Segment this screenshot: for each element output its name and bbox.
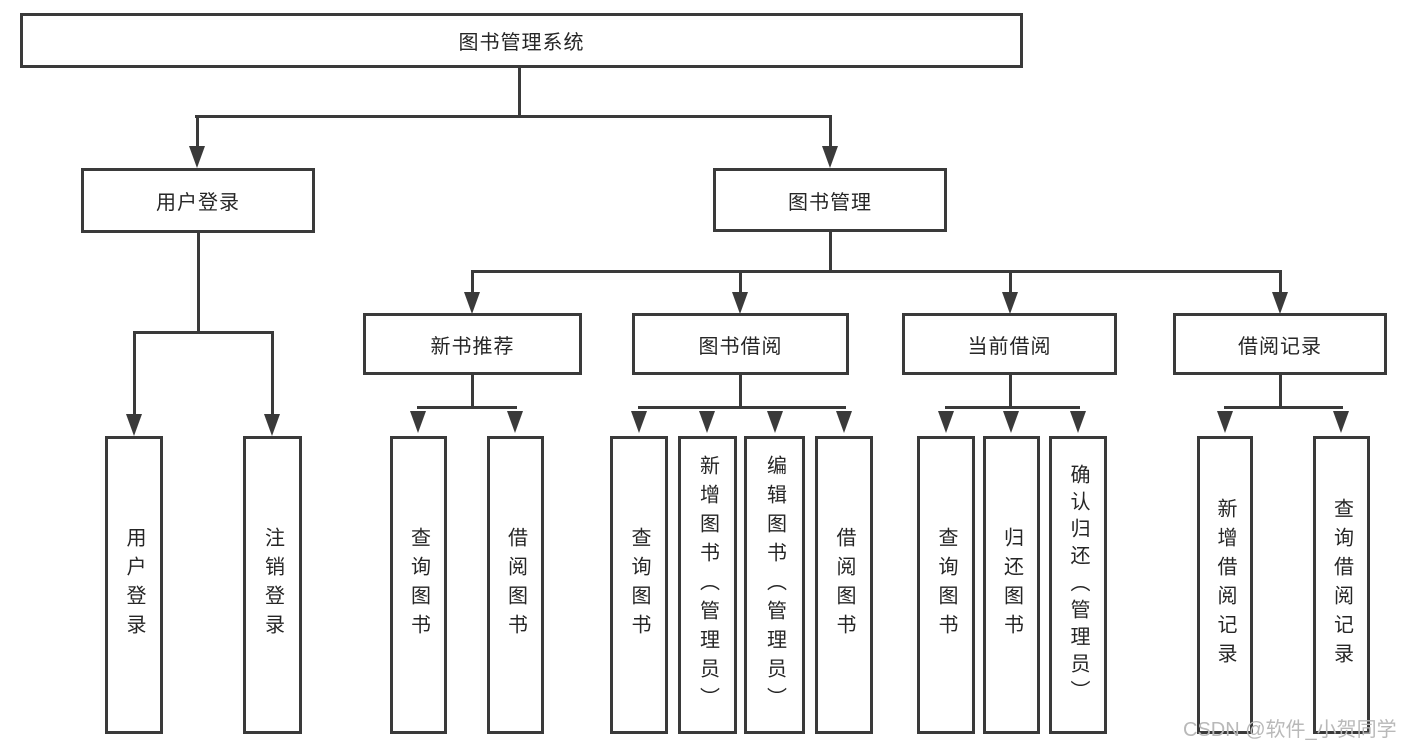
leaf-user-login-label: 用户登录 [123, 527, 145, 643]
leaf-record-add-record: 新增借阅记录 [1197, 436, 1253, 734]
leaf-logout-label: 注销登录 [261, 527, 284, 643]
connector-borrow-record-bar [1223, 406, 1343, 409]
node-new-book-rec-label: 新书推荐 [430, 335, 515, 358]
connector-borrow-record-stem [1278, 375, 1282, 409]
arrowhead-book-borrow-leaf1 [631, 411, 647, 433]
connector-book-borrow-drop [738, 270, 742, 293]
node-book-borrow-label: 图书借阅 [698, 335, 783, 358]
connector-root-bar [195, 115, 831, 118]
arrowhead-login-leaf1 [126, 414, 142, 436]
node-root-system: 图书管理系统 [20, 13, 1023, 68]
leaf-borrow-edit-books-admin-label: 编辑图书（管理员） [763, 454, 786, 716]
node-current-borrow-label: 当前借阅 [967, 335, 1052, 358]
arrowhead-book-borrow-leaf4 [836, 411, 852, 433]
node-new-book-rec: 新书推荐 [363, 313, 582, 375]
connector-root-stem [518, 68, 521, 117]
connector-book-mgmt-drop [828, 115, 832, 148]
leaf-logout: 注销登录 [243, 436, 302, 734]
arrowhead-new-book-leaf2 [507, 411, 523, 433]
arrowhead-book-borrow-leaf2 [699, 411, 715, 433]
node-borrow-record: 借阅记录 [1173, 313, 1387, 375]
leaf-current-confirm-return-admin: 确认归还（管理员） [1049, 436, 1107, 734]
connector-user-login-bar [132, 331, 274, 334]
leaf-newrec-borrow-books-label: 借阅图书 [504, 527, 527, 643]
node-root-label: 图书管理系统 [458, 32, 585, 54]
connector-new-book-bar [416, 406, 517, 409]
leaf-newrec-query-books-label: 查询图书 [407, 527, 430, 643]
arrowhead-login-leaf2 [264, 414, 280, 436]
leaf-record-query-record: 查询借阅记录 [1313, 436, 1370, 734]
arrowhead-book-borrow-leaf3 [767, 411, 783, 433]
leaf-borrow-borrow-books: 借阅图书 [815, 436, 873, 734]
leaf-current-query-books: 查询图书 [917, 436, 975, 734]
connector-book-borrow-bar [637, 406, 846, 409]
leaf-borrow-query-books: 查询图书 [610, 436, 668, 734]
connector-login-leaf2-drop [270, 331, 274, 415]
leaf-record-query-record-label: 查询借阅记录 [1330, 498, 1353, 672]
leaf-borrow-borrow-books-label: 借阅图书 [833, 527, 855, 643]
arrowhead-borrow-record [1272, 292, 1288, 314]
node-user-login-label: 用户登录 [156, 192, 240, 214]
leaf-borrow-edit-books-admin: 编辑图书（管理员） [744, 436, 805, 734]
leaf-record-add-record-label: 新增借阅记录 [1214, 498, 1236, 672]
leaf-newrec-borrow-books: 借阅图书 [487, 436, 544, 734]
arrowhead-user-login [189, 146, 205, 168]
arrowhead-current-borrow [1002, 292, 1018, 314]
leaf-current-return-books: 归还图书 [983, 436, 1040, 734]
leaf-user-login: 用户登录 [105, 436, 163, 734]
connector-book-borrow-stem [738, 375, 742, 409]
node-current-borrow: 当前借阅 [902, 313, 1117, 375]
leaf-current-confirm-return-admin-label: 确认归还（管理员） [1067, 463, 1089, 707]
node-book-borrow: 图书借阅 [632, 313, 849, 375]
node-book-mgmt-label: 图书管理 [788, 191, 872, 214]
leaf-newrec-query-books: 查询图书 [390, 436, 447, 734]
connector-current-borrow-drop [1008, 270, 1012, 293]
connector-current-borrow-bar [944, 406, 1080, 409]
arrowhead-borrow-record-leaf1 [1217, 411, 1233, 433]
connector-user-login-stem [196, 233, 200, 333]
arrowhead-current-borrow-leaf3 [1070, 411, 1086, 433]
connector-book-mgmt-bar [470, 270, 1282, 273]
arrowhead-current-borrow-leaf1 [938, 411, 954, 433]
leaf-current-query-books-label: 查询图书 [935, 527, 957, 643]
leaf-current-return-books-label: 归还图书 [1000, 527, 1023, 643]
connector-login-leaf1-drop [132, 331, 136, 415]
leaf-borrow-add-books-admin: 新增图书（管理员） [678, 436, 737, 734]
leaf-borrow-add-books-admin-label: 新增图书（管理员） [696, 454, 719, 716]
arrowhead-book-mgmt [822, 146, 838, 168]
arrowhead-book-borrow [732, 292, 748, 314]
arrowhead-current-borrow-leaf2 [1003, 411, 1019, 433]
node-book-mgmt: 图书管理 [713, 168, 947, 232]
arrowhead-new-book [464, 292, 480, 314]
connector-new-book-drop [470, 270, 474, 293]
node-borrow-record-label: 借阅记录 [1238, 335, 1322, 358]
connector-book-mgmt-stem [828, 232, 832, 272]
arrowhead-new-book-leaf1 [410, 411, 426, 433]
csdn-watermark: CSDN @软件_小贺同学 [1183, 719, 1397, 741]
connector-current-borrow-stem [1008, 375, 1012, 409]
connector-user-login-drop [195, 115, 199, 148]
connector-borrow-record-drop [1278, 270, 1282, 293]
arrowhead-borrow-record-leaf2 [1333, 411, 1349, 433]
connector-new-book-stem [470, 375, 474, 409]
node-user-login: 用户登录 [81, 168, 315, 233]
leaf-borrow-query-books-label: 查询图书 [628, 527, 650, 643]
